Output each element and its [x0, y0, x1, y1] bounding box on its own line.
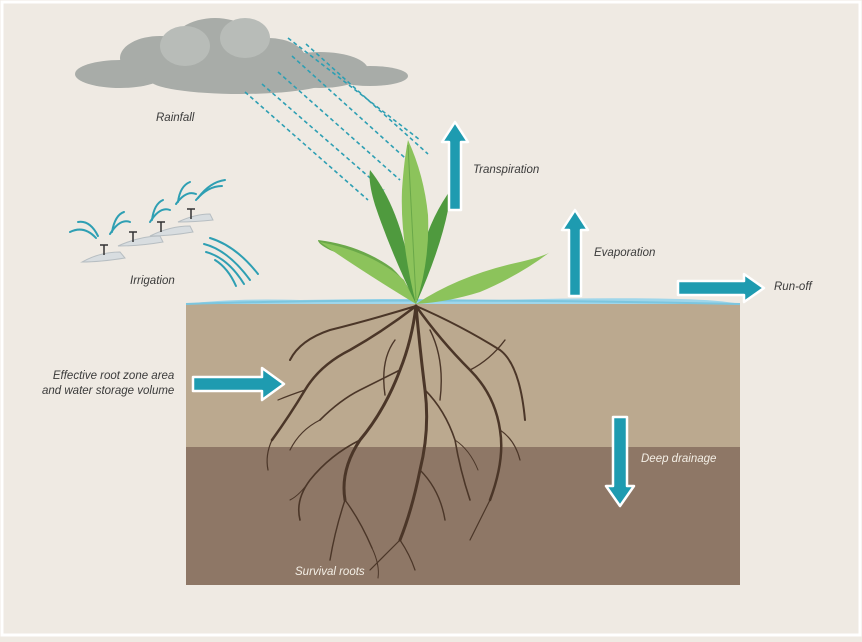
sprinkler-icon — [69, 179, 259, 287]
arrow-down-icon — [604, 415, 636, 508]
cloud-icon — [75, 18, 408, 94]
root-zone-label: Effective root zone area and water stora… — [42, 370, 175, 397]
arrow-up-icon — [560, 208, 590, 298]
rainfall-label: Rainfall — [156, 112, 195, 124]
evaporation-label: Evaporation — [594, 247, 656, 259]
plant-icon — [318, 140, 550, 304]
rain-icon — [244, 37, 429, 201]
arrow-right-icon — [676, 272, 766, 304]
deep-drainage-label: Deep drainage — [641, 453, 717, 465]
transpiration-label: Transpiration — [473, 164, 540, 176]
irrigation-label: Irrigation — [130, 275, 175, 287]
arrow-right-icon — [191, 366, 286, 402]
survival-roots-label: Survival roots — [295, 566, 365, 578]
arrow-up-icon — [440, 120, 470, 212]
subsoil-layer — [186, 447, 740, 585]
runoff-label: Run-off — [774, 281, 812, 293]
roots-icon — [266, 304, 526, 579]
